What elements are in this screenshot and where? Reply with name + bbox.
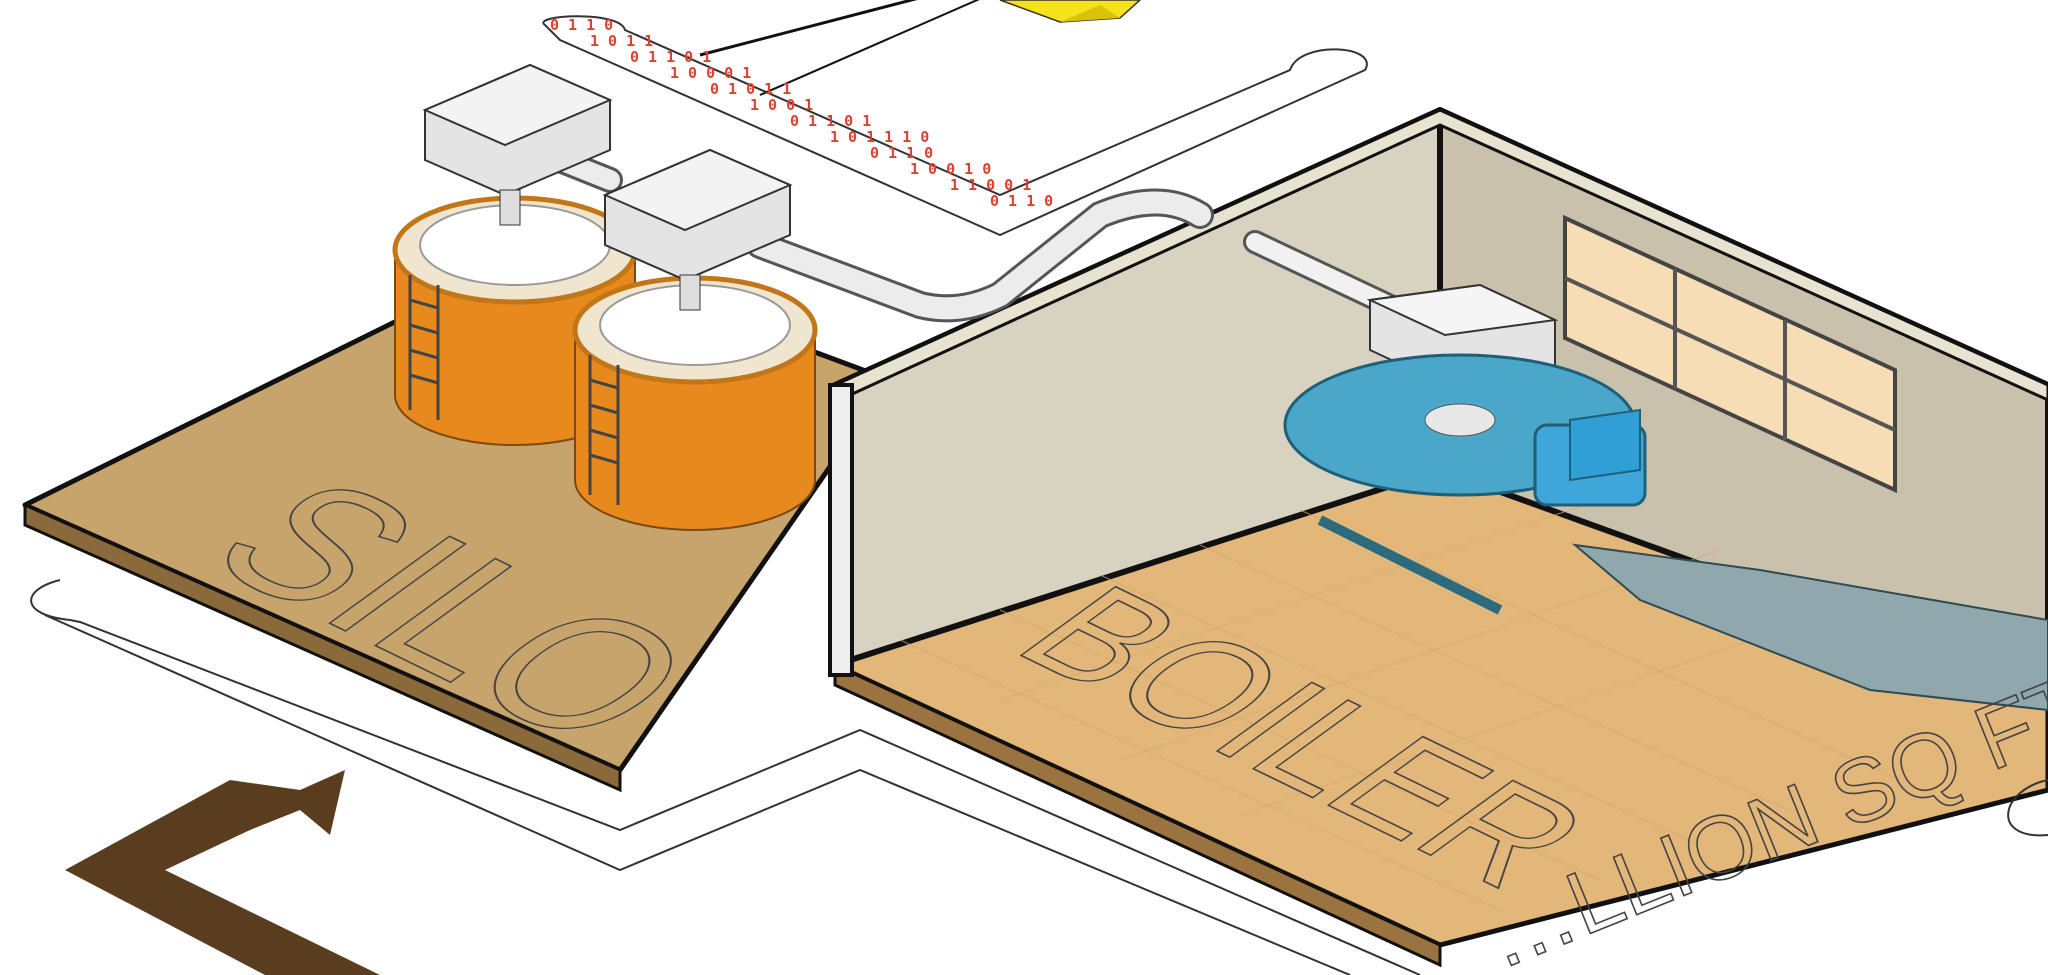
yellow-block [1000,0,1140,22]
arrow-icon [65,770,380,975]
binary-stream: 0 1 1 01 0 1 10 1 1 0 11 0 0 0 10 1 0 1 … [550,16,1053,210]
binary-row: 0 1 1 0 [990,192,1053,210]
silo-tank-2 [575,150,815,530]
